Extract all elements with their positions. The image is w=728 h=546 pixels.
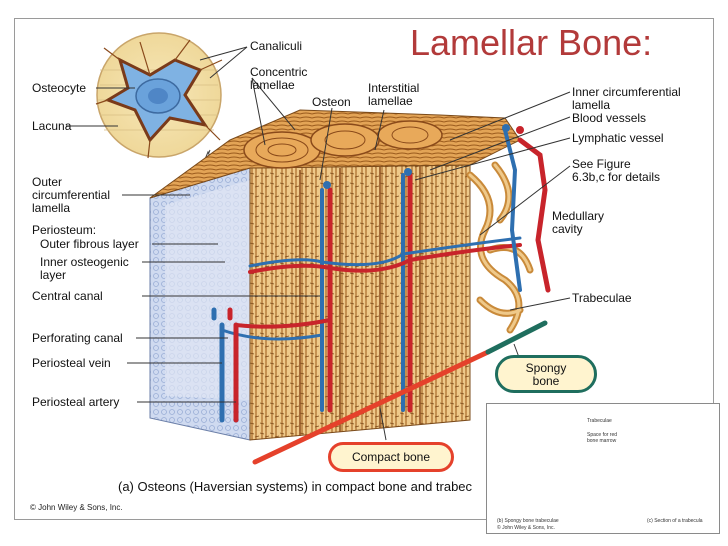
label-osteon: Osteon	[312, 95, 351, 109]
inset-label-space: Space for red bone marrow	[587, 432, 618, 444]
label-periosteal-vein: Periosteal vein	[32, 356, 111, 370]
callout-spongy-bone-text: Spongy bone	[525, 361, 567, 388]
label-lacuna: Lacuna	[32, 119, 72, 133]
label-perforating-canal: Perforating canal	[32, 331, 123, 345]
inset-caption-left: (b) Spongy bone trabeculae	[497, 518, 559, 524]
callout-compact-bone: Compact bone	[328, 442, 454, 472]
inset-caption-right: (c) Section of a trabecula	[647, 518, 703, 524]
callout-compact-bone-text: Compact bone	[351, 450, 431, 464]
figure-caption: (a) Osteons (Haversian systems) in compa…	[118, 479, 473, 494]
label-trabeculae: Trabeculae	[572, 291, 632, 305]
label-outer-circumferential-lamella: Outer circumferential lamella	[32, 175, 111, 215]
inset-credit: © John Wiley & Sons, Inc.	[497, 525, 555, 531]
callout-spongy-bone: Spongy bone	[495, 355, 597, 393]
label-lymphatic-vessel: Lymphatic vessel	[572, 131, 664, 145]
label-osteocyte: Osteocyte	[32, 81, 87, 95]
label-concentric-lamellae: Concentric lamellae	[250, 65, 308, 92]
bone-block	[149, 109, 551, 441]
slide-title: Lamellar Bone:	[410, 22, 653, 63]
label-see-figure: See Figure 6.3b,c for details	[572, 157, 661, 184]
label-interstitial-lamellae: Interstitial lamellae	[368, 81, 420, 108]
copyright-credit: © John Wiley & Sons, Inc.	[30, 503, 123, 512]
label-canaliculi: Canaliculi	[250, 39, 303, 53]
osteocyte-zoom-circle	[95, 32, 223, 159]
label-inner-circumferential-lamella: Inner circumferential lamella	[572, 85, 681, 112]
label-inner-osteogenic-layer: Inner osteogenic layer	[40, 255, 129, 282]
label-blood-vessels: Blood vessels	[572, 111, 647, 125]
label-periosteum: Periosteum:	[32, 223, 97, 237]
label-periosteal-artery: Periosteal artery	[32, 395, 120, 409]
label-central-canal: Central canal	[32, 289, 103, 303]
slide-frame	[14, 18, 714, 520]
label-outer-fibrous-layer: Outer fibrous layer	[40, 237, 139, 251]
inset-figure: Trabeculae Space for red bone marrow (b)…	[486, 403, 720, 534]
label-medullary-cavity: Medullary cavity	[552, 209, 605, 236]
inset-label-trabeculae: Trabeculae	[587, 418, 612, 424]
